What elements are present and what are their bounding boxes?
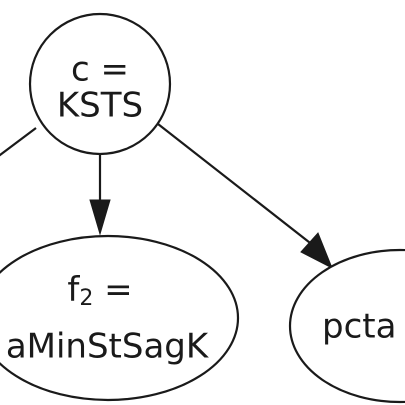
node-root-line1: c = — [71, 50, 129, 90]
edge-root-to-pcta — [157, 123, 315, 247]
node-root: c = KSTS — [28, 12, 172, 156]
node-f2-line1: f2 = — [67, 270, 132, 312]
node-f2: f2 = aMinStSagK — [0, 234, 240, 402]
arrowhead-pcta — [300, 232, 333, 270]
edges — [0, 123, 333, 270]
node-f2-subscript: 2 — [79, 286, 93, 311]
node-pcta-line1: pcta — [322, 307, 396, 347]
node-f2-equals: = — [93, 270, 132, 310]
node-root-line2: KSTS — [57, 86, 143, 126]
arrowhead-f2 — [89, 199, 111, 236]
edge-root-to-left-offscreen — [0, 127, 37, 157]
node-f2-symbol: f — [67, 270, 80, 310]
node-pcta: pcta — [288, 248, 405, 404]
node-f2-line2: aMinStSagK — [6, 327, 210, 367]
